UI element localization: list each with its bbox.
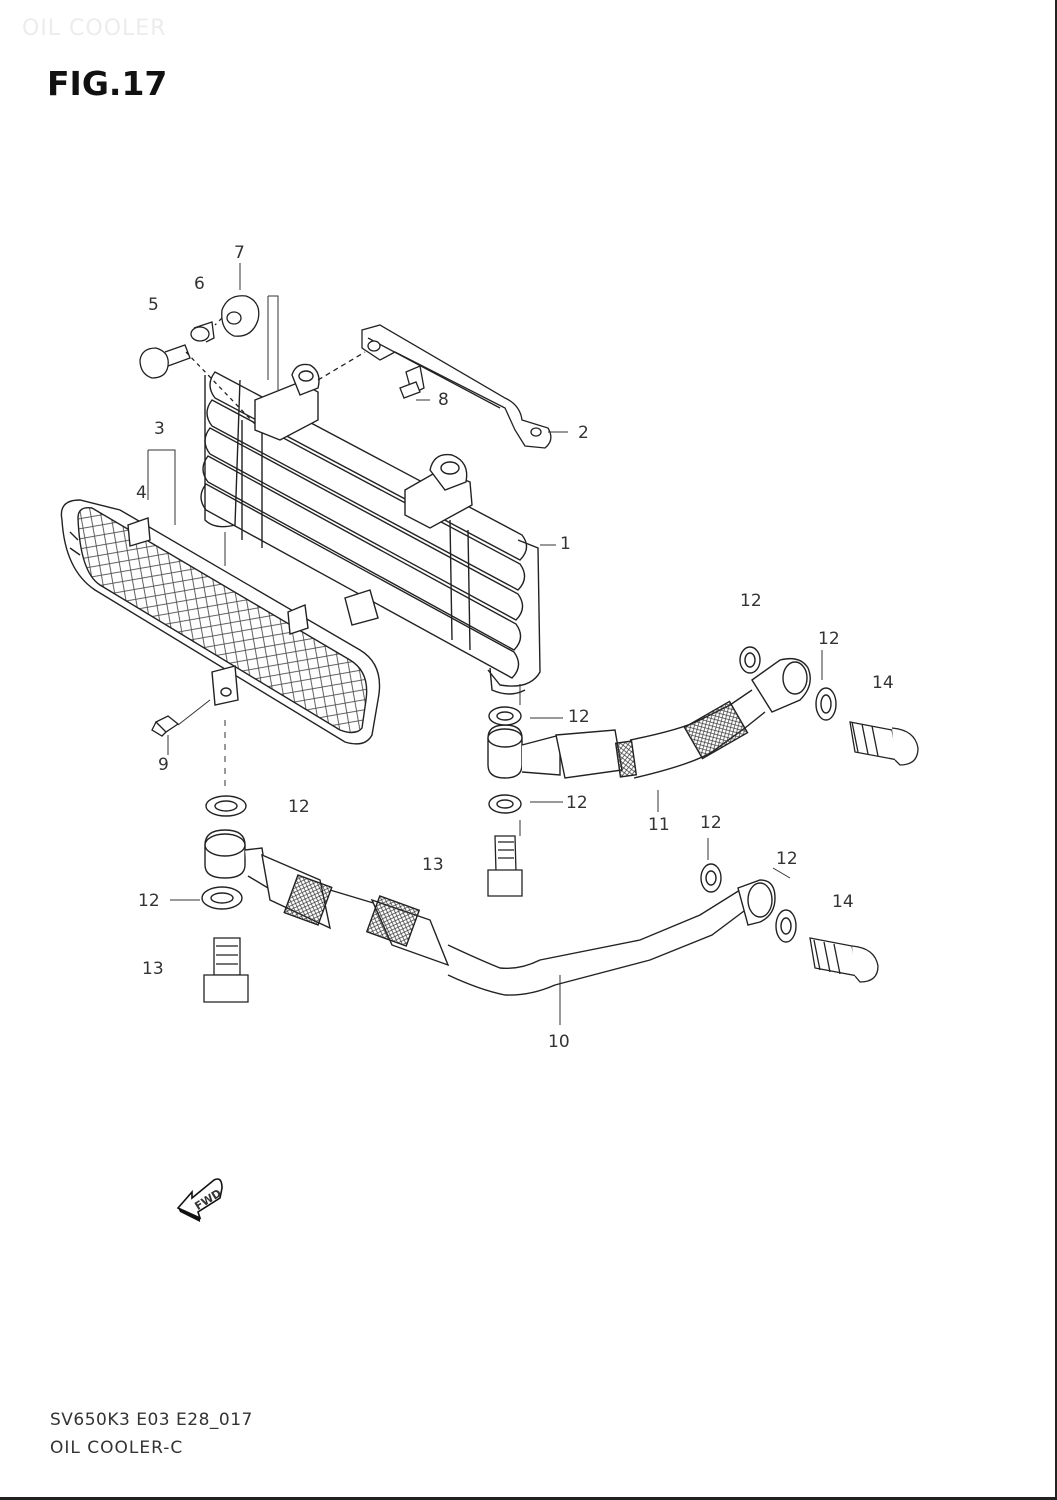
watermark-title: OIL COOLER (22, 16, 167, 41)
fwd-arrow-icon: FWD (176, 1178, 224, 1222)
callout-2: 2 (578, 423, 589, 443)
banjo-bolts-14 (809, 721, 919, 983)
callout-12-f: 12 (700, 813, 722, 833)
page-border-right (1055, 0, 1057, 1500)
oil-hose-11 (487, 657, 811, 779)
leader-lines (147, 263, 823, 1025)
callout-12-c: 12 (568, 707, 590, 727)
callout-8: 8 (438, 390, 449, 410)
union-bolts-13 (203, 835, 523, 1003)
callout-9: 9 (158, 755, 169, 775)
oil-cooler-core (200, 363, 541, 695)
callout-14-a: 14 (872, 673, 894, 693)
cooler-guard-net (60, 499, 381, 745)
mount-hardware-5-6-7 (139, 295, 260, 425)
figure-title: FIG.17 (47, 64, 168, 103)
callout-11: 11 (648, 815, 670, 835)
callout-13-a: 13 (422, 855, 444, 875)
diagram-code: SV650K3 E03 E28_017 (50, 1410, 253, 1430)
oil-hose-10 (204, 829, 776, 996)
callout-12-b: 12 (818, 629, 840, 649)
callout-12-h: 12 (138, 891, 160, 911)
callout-12-g: 12 (776, 849, 798, 869)
callout-12-a: 12 (740, 591, 762, 611)
callout-3: 3 (154, 419, 165, 439)
cooler-bracket (317, 324, 552, 449)
callout-1: 1 (560, 534, 571, 554)
callout-4: 4 (136, 483, 147, 503)
callout-10: 10 (548, 1032, 570, 1052)
bolt-8 (399, 365, 425, 399)
callout-7: 7 (234, 243, 245, 263)
sealing-washers-12 (201, 646, 837, 943)
callout-12-d: 12 (288, 797, 310, 817)
diagram-caption: OIL COOLER-C (50, 1438, 184, 1458)
callout-5: 5 (148, 295, 159, 315)
page-border-bottom (0, 1497, 1057, 1500)
callout-14-b: 14 (832, 892, 854, 912)
screw-9 (151, 715, 180, 737)
callout-12-e: 12 (566, 793, 588, 813)
callout-13-b: 13 (142, 959, 164, 979)
callout-6: 6 (194, 274, 205, 294)
